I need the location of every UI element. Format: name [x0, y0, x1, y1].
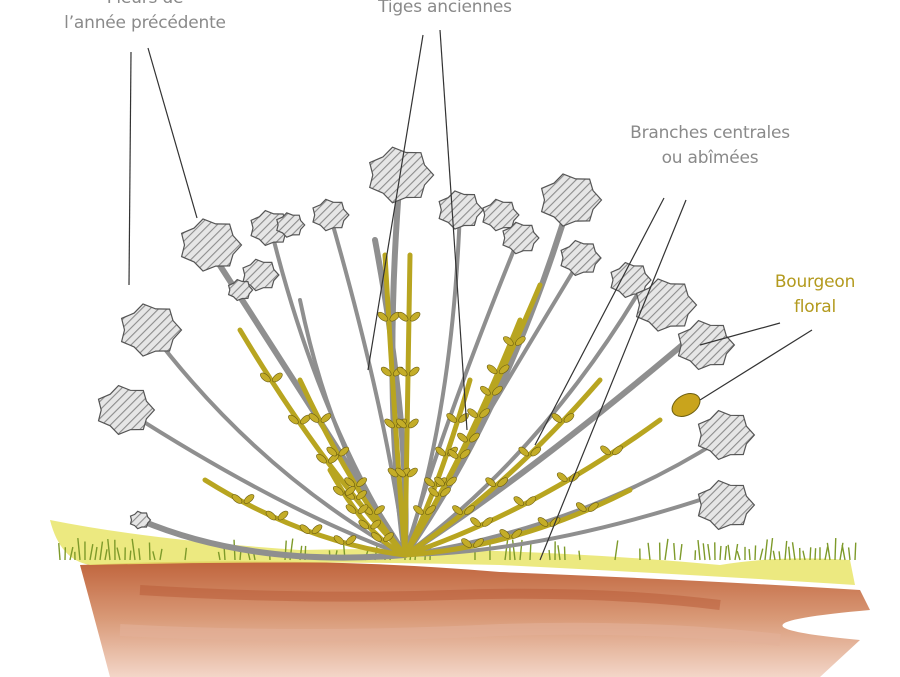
flower-head-icon [699, 411, 755, 460]
flower-head-icon [699, 481, 755, 530]
grass-blade [849, 547, 850, 560]
grass-blade [810, 547, 811, 560]
grass-blade [749, 549, 750, 560]
grass-blade [825, 546, 828, 560]
grass-blade [648, 543, 650, 560]
flower-head-icon [679, 321, 735, 370]
flower-head-icon [370, 147, 434, 203]
leaf-icon [271, 371, 284, 383]
grass-blade [549, 550, 550, 560]
grass-blade [59, 543, 60, 560]
new-stem [405, 255, 410, 555]
grass-blade [835, 538, 836, 560]
soil [80, 561, 870, 677]
grass-blade [703, 543, 705, 560]
grass-blade [149, 542, 150, 560]
flower-head-icon [439, 191, 483, 229]
label-old-stems: Tiges anciennes [345, 0, 545, 20]
label-previous-flowers: Fleurs de l’année précédente [40, 0, 250, 36]
grass-blade [855, 543, 856, 560]
grass-blade [785, 541, 787, 560]
grass-blade [698, 540, 700, 560]
grass-blade [827, 543, 830, 560]
grass-blade [728, 545, 730, 560]
grass-blade [765, 539, 767, 560]
grass-blade [665, 539, 668, 560]
leaf-icon [486, 363, 499, 375]
flower-bud-icon [668, 389, 704, 421]
flower-head-icon [99, 386, 155, 435]
grass-blade [793, 542, 795, 560]
leaf-icon [550, 412, 563, 424]
grass-blade [720, 546, 721, 560]
grass-blade [708, 544, 710, 560]
leaf-icon [319, 412, 332, 424]
grass-blade [773, 551, 775, 560]
grass-blade [770, 538, 773, 560]
grass-blade [737, 551, 740, 560]
grass-blade [680, 544, 682, 560]
grass-blade [755, 545, 756, 560]
label-central-branches: Branches centrales ou abîmées [600, 121, 820, 171]
grass-blade [779, 551, 780, 560]
flower-head-icon [313, 199, 349, 230]
flower-head-icon [542, 174, 602, 226]
grass-blade [130, 551, 131, 560]
label-flower-bud: Bourgeon floral [755, 270, 875, 320]
grass-blade [760, 549, 763, 560]
grass-blade [674, 543, 675, 560]
flower-head-icon [182, 219, 242, 271]
grass-blade [725, 546, 726, 560]
flower-head-icon [122, 304, 182, 356]
grass-blade [789, 547, 790, 560]
grass-blade [815, 548, 816, 560]
flower-head-icon [561, 241, 601, 276]
grass-blade [842, 545, 845, 560]
